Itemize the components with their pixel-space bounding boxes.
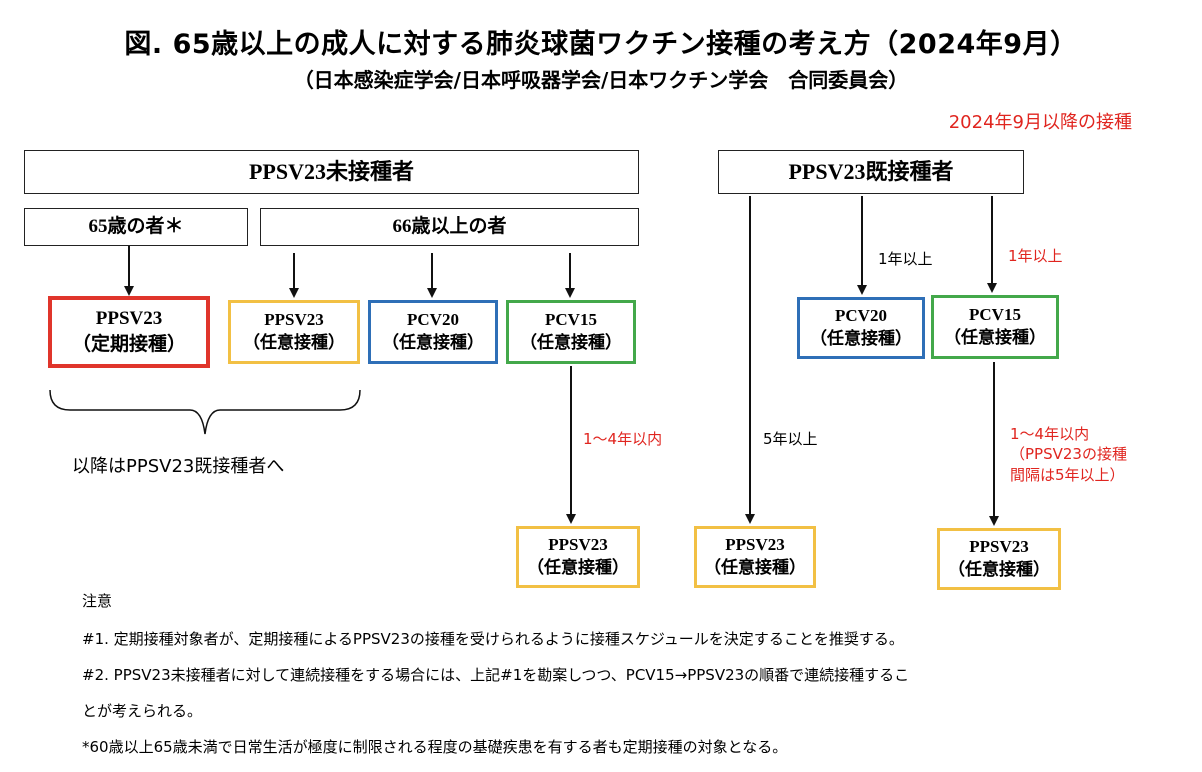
- vaccine-name: PPSV23: [969, 537, 1029, 557]
- pcv20-box-b: PCV20 （任意接種）: [797, 297, 925, 359]
- vaccine-type: （任意接種）: [704, 558, 806, 577]
- age65-box: 65歳の者＊: [24, 208, 248, 246]
- ppsv23-after-pcv15-box-a: PPSV23 （任意接種）: [516, 526, 640, 588]
- note-1: #1. 定期接種対象者が、定期接種によるPPSV23の接種を受けられるように接種…: [82, 630, 904, 648]
- header-ppsv23-vaccinated-label: PPSV23既接種者: [788, 159, 954, 185]
- note-2-line1: #2. PPSV23未接種者に対して連続接種をする場合には、上記#1を勘案しつつ…: [82, 666, 910, 684]
- vaccine-type: （任意接種）: [382, 333, 484, 352]
- interval-label-pcv20: 1年以上: [878, 250, 933, 268]
- vaccine-name: PPSV23: [264, 310, 324, 330]
- note-2-line2: とが考えられる。: [82, 702, 203, 720]
- age66-label: 66歳以上の者: [392, 216, 507, 238]
- vaccine-type: （任意接種）: [944, 328, 1046, 347]
- vaccine-type: （定期接種）: [71, 334, 186, 355]
- pcv15-box-b: PCV15 （任意接種）: [931, 295, 1059, 359]
- ppsv23-revac-box: PPSV23 （任意接種）: [694, 526, 816, 588]
- brace-label: 以降はPPSV23既接種者へ: [72, 456, 285, 477]
- vaccine-name: PCV20: [407, 310, 459, 330]
- pcv15-box-a: PCV15 （任意接種）: [506, 300, 636, 364]
- interval-label-b-line3: 間隔は5年以上）: [1010, 465, 1125, 484]
- header-ppsv23-unvaccinated: PPSV23未接種者: [24, 150, 639, 194]
- vaccine-type: （任意接種）: [527, 558, 629, 577]
- vaccine-name: PCV15: [545, 310, 597, 330]
- ppsv23-voluntary-box-a: PPSV23 （任意接種）: [228, 300, 360, 364]
- vaccine-name: PPSV23: [725, 535, 785, 555]
- interval-label-b-line2: （PPSV23の接種: [1010, 445, 1127, 464]
- vaccine-type: （任意接種）: [520, 333, 622, 352]
- vaccine-name: PCV15: [969, 305, 1021, 325]
- interval-label-5y: 5年以上: [763, 430, 818, 448]
- vaccine-name: PPSV23: [548, 535, 608, 555]
- footnote: *60歳以上65歳未満で日常生活が極度に制限される程度の基礎疾患を有する者も定期…: [82, 738, 788, 756]
- vaccine-name: PPSV23: [95, 308, 163, 330]
- interval-label-b-line1: 1～4年以内: [1010, 425, 1090, 443]
- age66-box: 66歳以上の者: [260, 208, 639, 246]
- vaccine-type: （任意接種）: [243, 333, 345, 352]
- vaccine-type: （任意接種）: [948, 560, 1050, 579]
- date-note: 2024年9月以降の接種: [948, 112, 1132, 133]
- interval-label-pcv15: 1年以上: [1008, 247, 1063, 265]
- ppsv23-routine-box: PPSV23 （定期接種）: [48, 296, 210, 368]
- page-title: 図. 65歳以上の成人に対する肺炎球菌ワクチン接種の考え方（2024年9月）: [124, 29, 1078, 60]
- header-ppsv23-unvaccinated-label: PPSV23未接種者: [248, 159, 414, 185]
- ppsv23-after-pcv15-box-b: PPSV23 （任意接種）: [937, 528, 1061, 590]
- age65-label: 65歳の者＊: [88, 216, 184, 238]
- page-subtitle: （日本感染症学会/日本呼吸器学会/日本ワクチン学会 合同委員会）: [293, 68, 909, 92]
- vaccine-type: （任意接種）: [810, 329, 912, 348]
- notes-heading: 注意: [82, 592, 113, 610]
- vaccine-name: PCV20: [835, 306, 887, 326]
- pcv20-box-a: PCV20 （任意接種）: [368, 300, 498, 364]
- interval-label-b: 1～4年以内 （PPSV23の接種 間隔は5年以上）: [1010, 424, 1127, 485]
- brace: [49, 389, 361, 435]
- header-ppsv23-vaccinated: PPSV23既接種者: [718, 150, 1024, 194]
- interval-label-a: 1～4年以内: [583, 430, 663, 448]
